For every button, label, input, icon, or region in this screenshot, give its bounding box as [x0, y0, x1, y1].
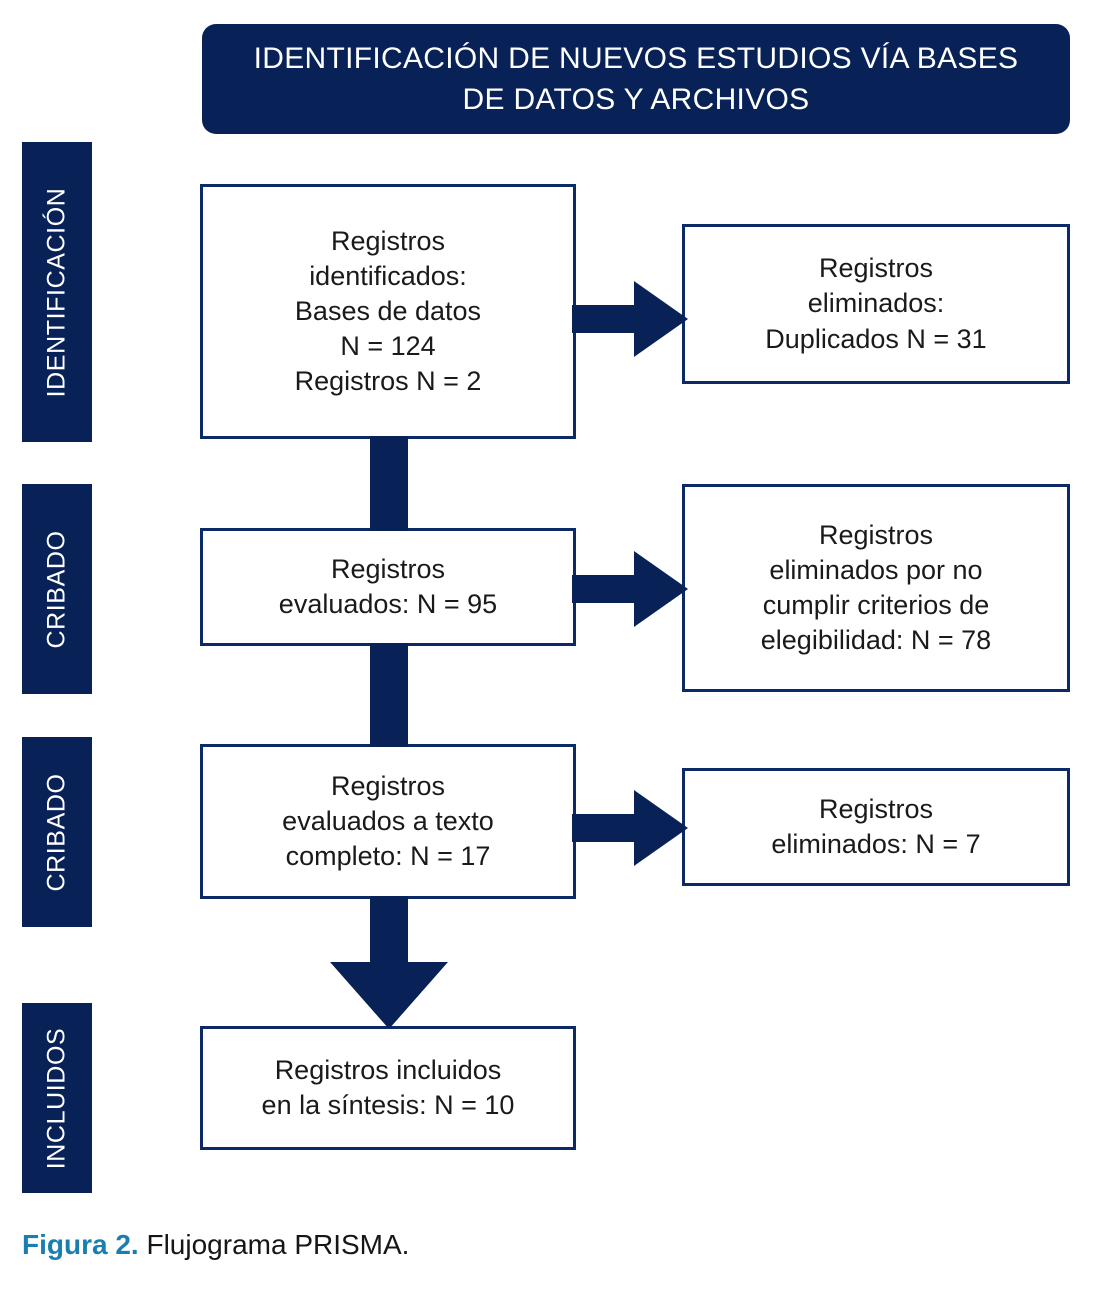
connector-vertical-identificados-to-evaluados — [370, 436, 408, 531]
flow-box-registros-texto-completo-text: Registros evaluados a texto completo: N … — [282, 770, 494, 872]
flow-box-eliminados-duplicados: Registros eliminados: Duplicados N = 31 — [682, 224, 1070, 384]
flow-box-registros-identificados-text: Registros identificados: Bases de datos … — [294, 225, 482, 397]
flow-box-eliminados-duplicados-text: Registros eliminados: Duplicados N = 31 — [765, 253, 987, 354]
stage-label-cribado-1: CRIBADO — [22, 484, 92, 694]
flow-box-registros-incluidos: Registros incluidos en la síntesis: N = … — [200, 1026, 576, 1150]
flow-box-eliminados-no-elegibles-text: Registros eliminados por no cumplir crit… — [760, 519, 992, 656]
diagram-header-banner: IDENTIFICACIÓN DE NUEVOS ESTUDIOS VÍA BA… — [202, 24, 1070, 134]
flow-box-registros-evaluados-text: Registros evaluados: N = 95 — [278, 553, 498, 619]
stage-label-cribado-1-text: CRIBADO — [42, 529, 71, 649]
connector-arrow-down-to-incluidos — [330, 896, 448, 1029]
flow-box-registros-evaluados: Registros evaluados: N = 95 — [200, 528, 576, 646]
stage-label-identificacion: IDENTIFICACIÓN — [22, 142, 92, 442]
connector-arrow-right-to-eliminados-texto — [572, 790, 688, 866]
stage-label-incluidos-text: INCLUIDOS — [42, 1027, 71, 1169]
diagram-header-title: IDENTIFICACIÓN DE NUEVOS ESTUDIOS VÍA BA… — [253, 41, 1019, 116]
flow-box-registros-incluidos-text: Registros incluidos en la síntesis: N = … — [261, 1054, 515, 1120]
flow-box-eliminados-texto-completo: Registros eliminados: N = 7 — [682, 768, 1070, 886]
figure-caption-label: Figura 2. — [22, 1229, 139, 1260]
figure-caption-text: Flujograma PRISMA. — [146, 1229, 410, 1260]
connector-arrow-right-to-duplicados — [572, 281, 688, 357]
flow-box-eliminados-texto-completo-text: Registros eliminados: N = 7 — [771, 793, 981, 859]
connector-arrow-right-to-no-elegibles — [572, 551, 688, 627]
stage-label-cribado-2: CRIBADO — [22, 737, 92, 927]
stage-label-incluidos: INCLUIDOS — [22, 1003, 92, 1193]
connector-vertical-evaluados-to-texto-completo — [370, 643, 408, 747]
flow-box-registros-identificados: Registros identificados: Bases de datos … — [200, 184, 576, 439]
flow-box-registros-texto-completo: Registros evaluados a texto completo: N … — [200, 744, 576, 899]
stage-label-cribado-2-text: CRIBADO — [42, 772, 71, 892]
stage-label-identificacion-text: IDENTIFICACIÓN — [42, 187, 71, 397]
figure-caption: Figura 2. Flujograma PRISMA. — [22, 1228, 409, 1262]
flow-box-eliminados-no-elegibles: Registros eliminados por no cumplir crit… — [682, 484, 1070, 692]
